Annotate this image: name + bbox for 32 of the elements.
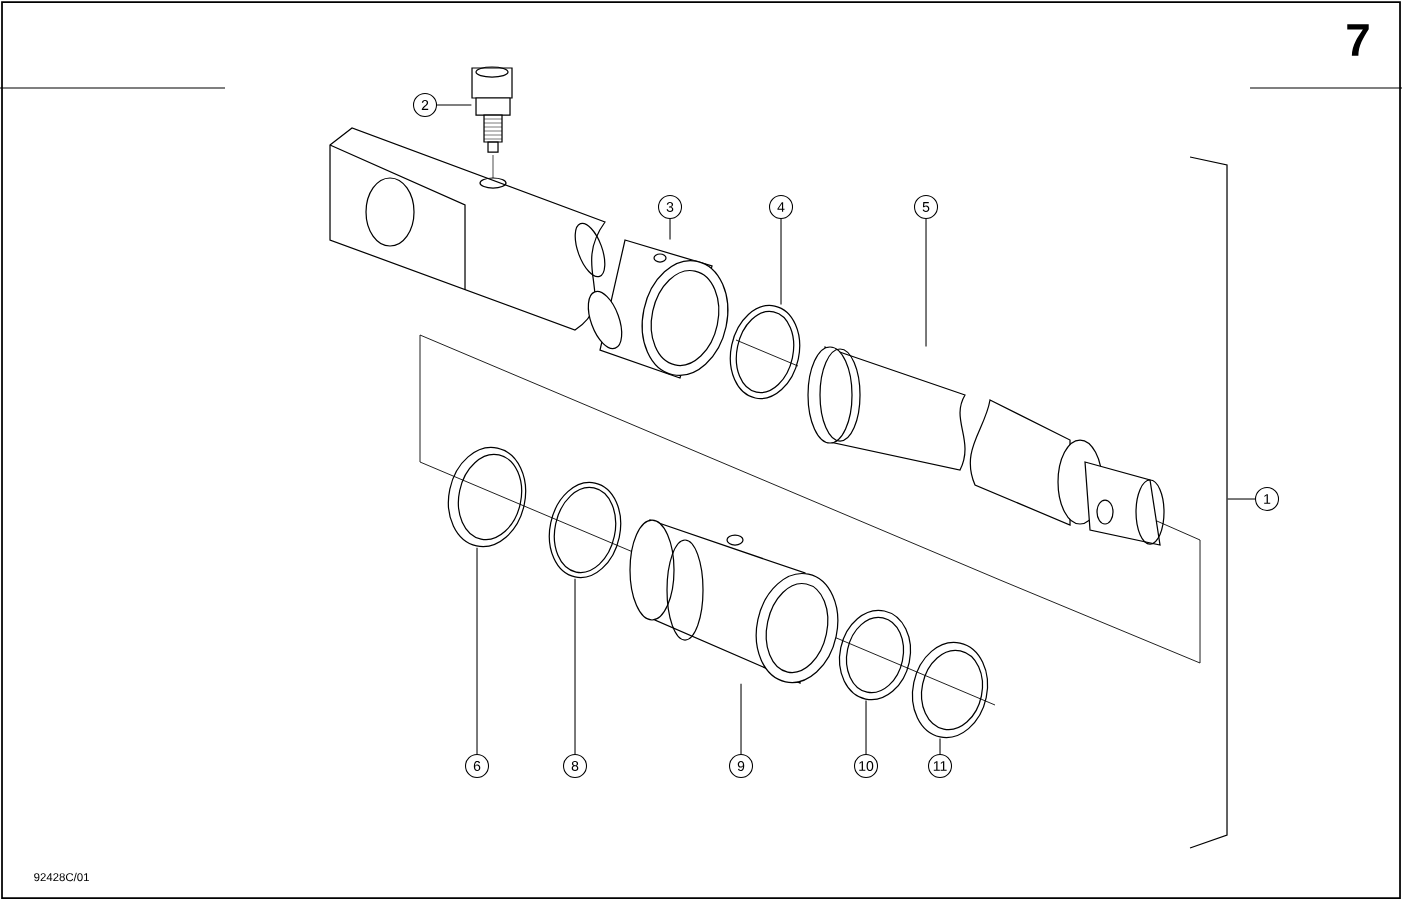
- page-number: 7: [1347, 24, 1369, 56]
- snap-ring-drawing: [729, 304, 801, 400]
- callout-number: 2: [413, 93, 438, 118]
- callout-number: 8: [563, 754, 588, 779]
- callout-number: 1: [1255, 487, 1280, 512]
- leader-line: [669, 218, 671, 240]
- callout-number: 9: [729, 754, 754, 779]
- callout-number: 5: [914, 195, 939, 220]
- seal-ring-drawing: [911, 641, 989, 739]
- leader-line: [574, 578, 576, 755]
- callout-number: 3: [658, 195, 683, 220]
- leader-line: [865, 700, 867, 755]
- snap-ring-drawing: [548, 481, 622, 579]
- callout-number: 10: [854, 754, 879, 779]
- bracket: [1189, 156, 1228, 849]
- leader-line: [939, 738, 941, 755]
- screw-fitting-drawing: [471, 66, 513, 153]
- drawing-number: 92428C/01: [34, 872, 89, 882]
- callout-number: 11: [928, 754, 953, 779]
- sleeve-drawing: [587, 239, 729, 379]
- leader-line: [476, 547, 478, 755]
- leader-line: [740, 683, 742, 755]
- callout-number: 6: [465, 754, 490, 779]
- leader-line: [780, 218, 782, 305]
- callout-number: 4: [769, 195, 794, 220]
- piston-rod-drawing: [807, 346, 1165, 546]
- piston-drawing: [629, 519, 839, 684]
- seal-ring-drawing: [447, 446, 527, 548]
- seal-ring-drawing: [838, 609, 912, 701]
- leader-line: [925, 218, 927, 347]
- leader-line: [1227, 498, 1256, 500]
- leader-line: [436, 104, 472, 106]
